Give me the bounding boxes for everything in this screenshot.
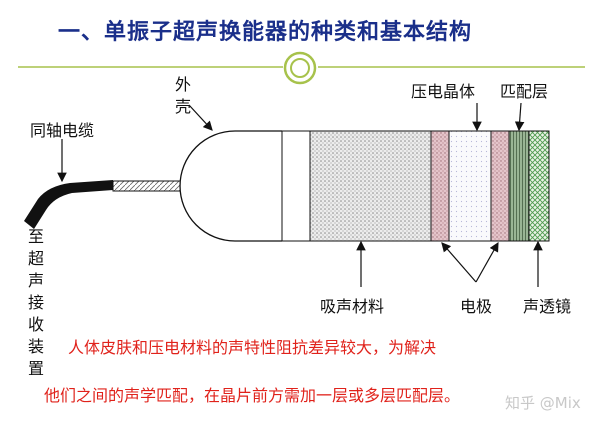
- absorber-layer: [309, 130, 432, 242]
- note-line-2: 他们之间的声学匹配，在晶片前方需加一层或多层匹配层。: [44, 386, 461, 405]
- coaxial-cable: [24, 180, 182, 229]
- electrode-label: 电极: [460, 297, 493, 316]
- title-ornament: [18, 51, 585, 85]
- piezo-label: 压电晶体: [411, 82, 476, 101]
- shell-housing: [179, 130, 282, 242]
- absorber-label: 吸声材料: [320, 297, 385, 316]
- note-line-1: 人体皮肤和压电材料的声特性阻抗差异较大，为解决: [68, 338, 437, 357]
- shell-label: 外壳: [175, 75, 192, 116]
- pointer-arrows: [57, 102, 543, 287]
- matching-layer: [508, 130, 530, 242]
- page-title: 一、单振子超声换能器的种类和基本结构: [58, 20, 473, 45]
- coax-label: 同轴电缆: [30, 121, 95, 140]
- lens-label: 声透镜: [523, 297, 572, 316]
- electrode-back: [430, 130, 450, 242]
- watermark: 知乎 @Mix: [505, 394, 581, 412]
- piezo-crystal-layer: [448, 130, 492, 242]
- transducer-body: [281, 130, 550, 242]
- matching-label: 匹配层: [500, 82, 549, 101]
- electrode-front: [490, 130, 510, 242]
- receiver-label: 至超声接收装置: [28, 227, 45, 378]
- acoustic-lens-layer: [528, 130, 550, 242]
